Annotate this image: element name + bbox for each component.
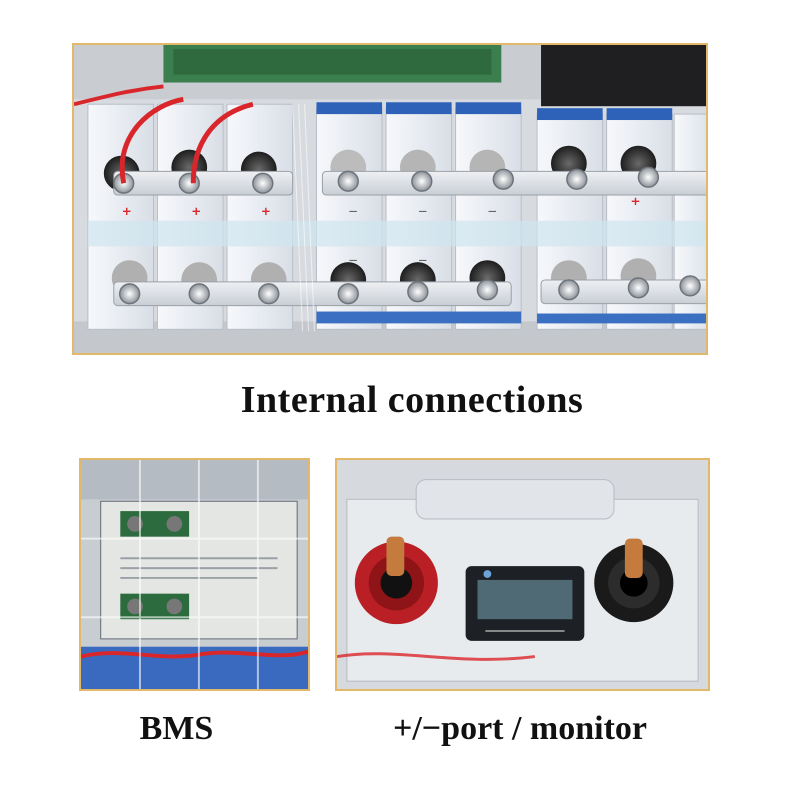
internal-connections-photo: + + + + − − − − − — [72, 43, 708, 355]
battery-cells-illustration: + + + + − − − − − — [74, 45, 706, 353]
bms-board-illustration — [81, 460, 308, 689]
svg-text:−: − — [487, 204, 497, 218]
negative-mark: − — [348, 204, 358, 218]
svg-text:−: − — [418, 204, 428, 218]
port-monitor-caption: +/−port / monitor — [392, 710, 648, 747]
svg-text:−: − — [418, 253, 428, 267]
svg-text:+: + — [261, 204, 271, 218]
svg-text:+: + — [630, 194, 640, 208]
port-monitor-illustration — [337, 460, 708, 689]
positive-mark: + — [122, 204, 132, 218]
bms-photo — [79, 458, 310, 691]
bms-caption: BMS — [139, 710, 214, 747]
port-monitor-photo — [335, 458, 710, 691]
svg-text:+: + — [191, 204, 201, 218]
svg-text:−: − — [348, 253, 358, 267]
internal-connections-caption: Internal connections — [240, 379, 584, 421]
